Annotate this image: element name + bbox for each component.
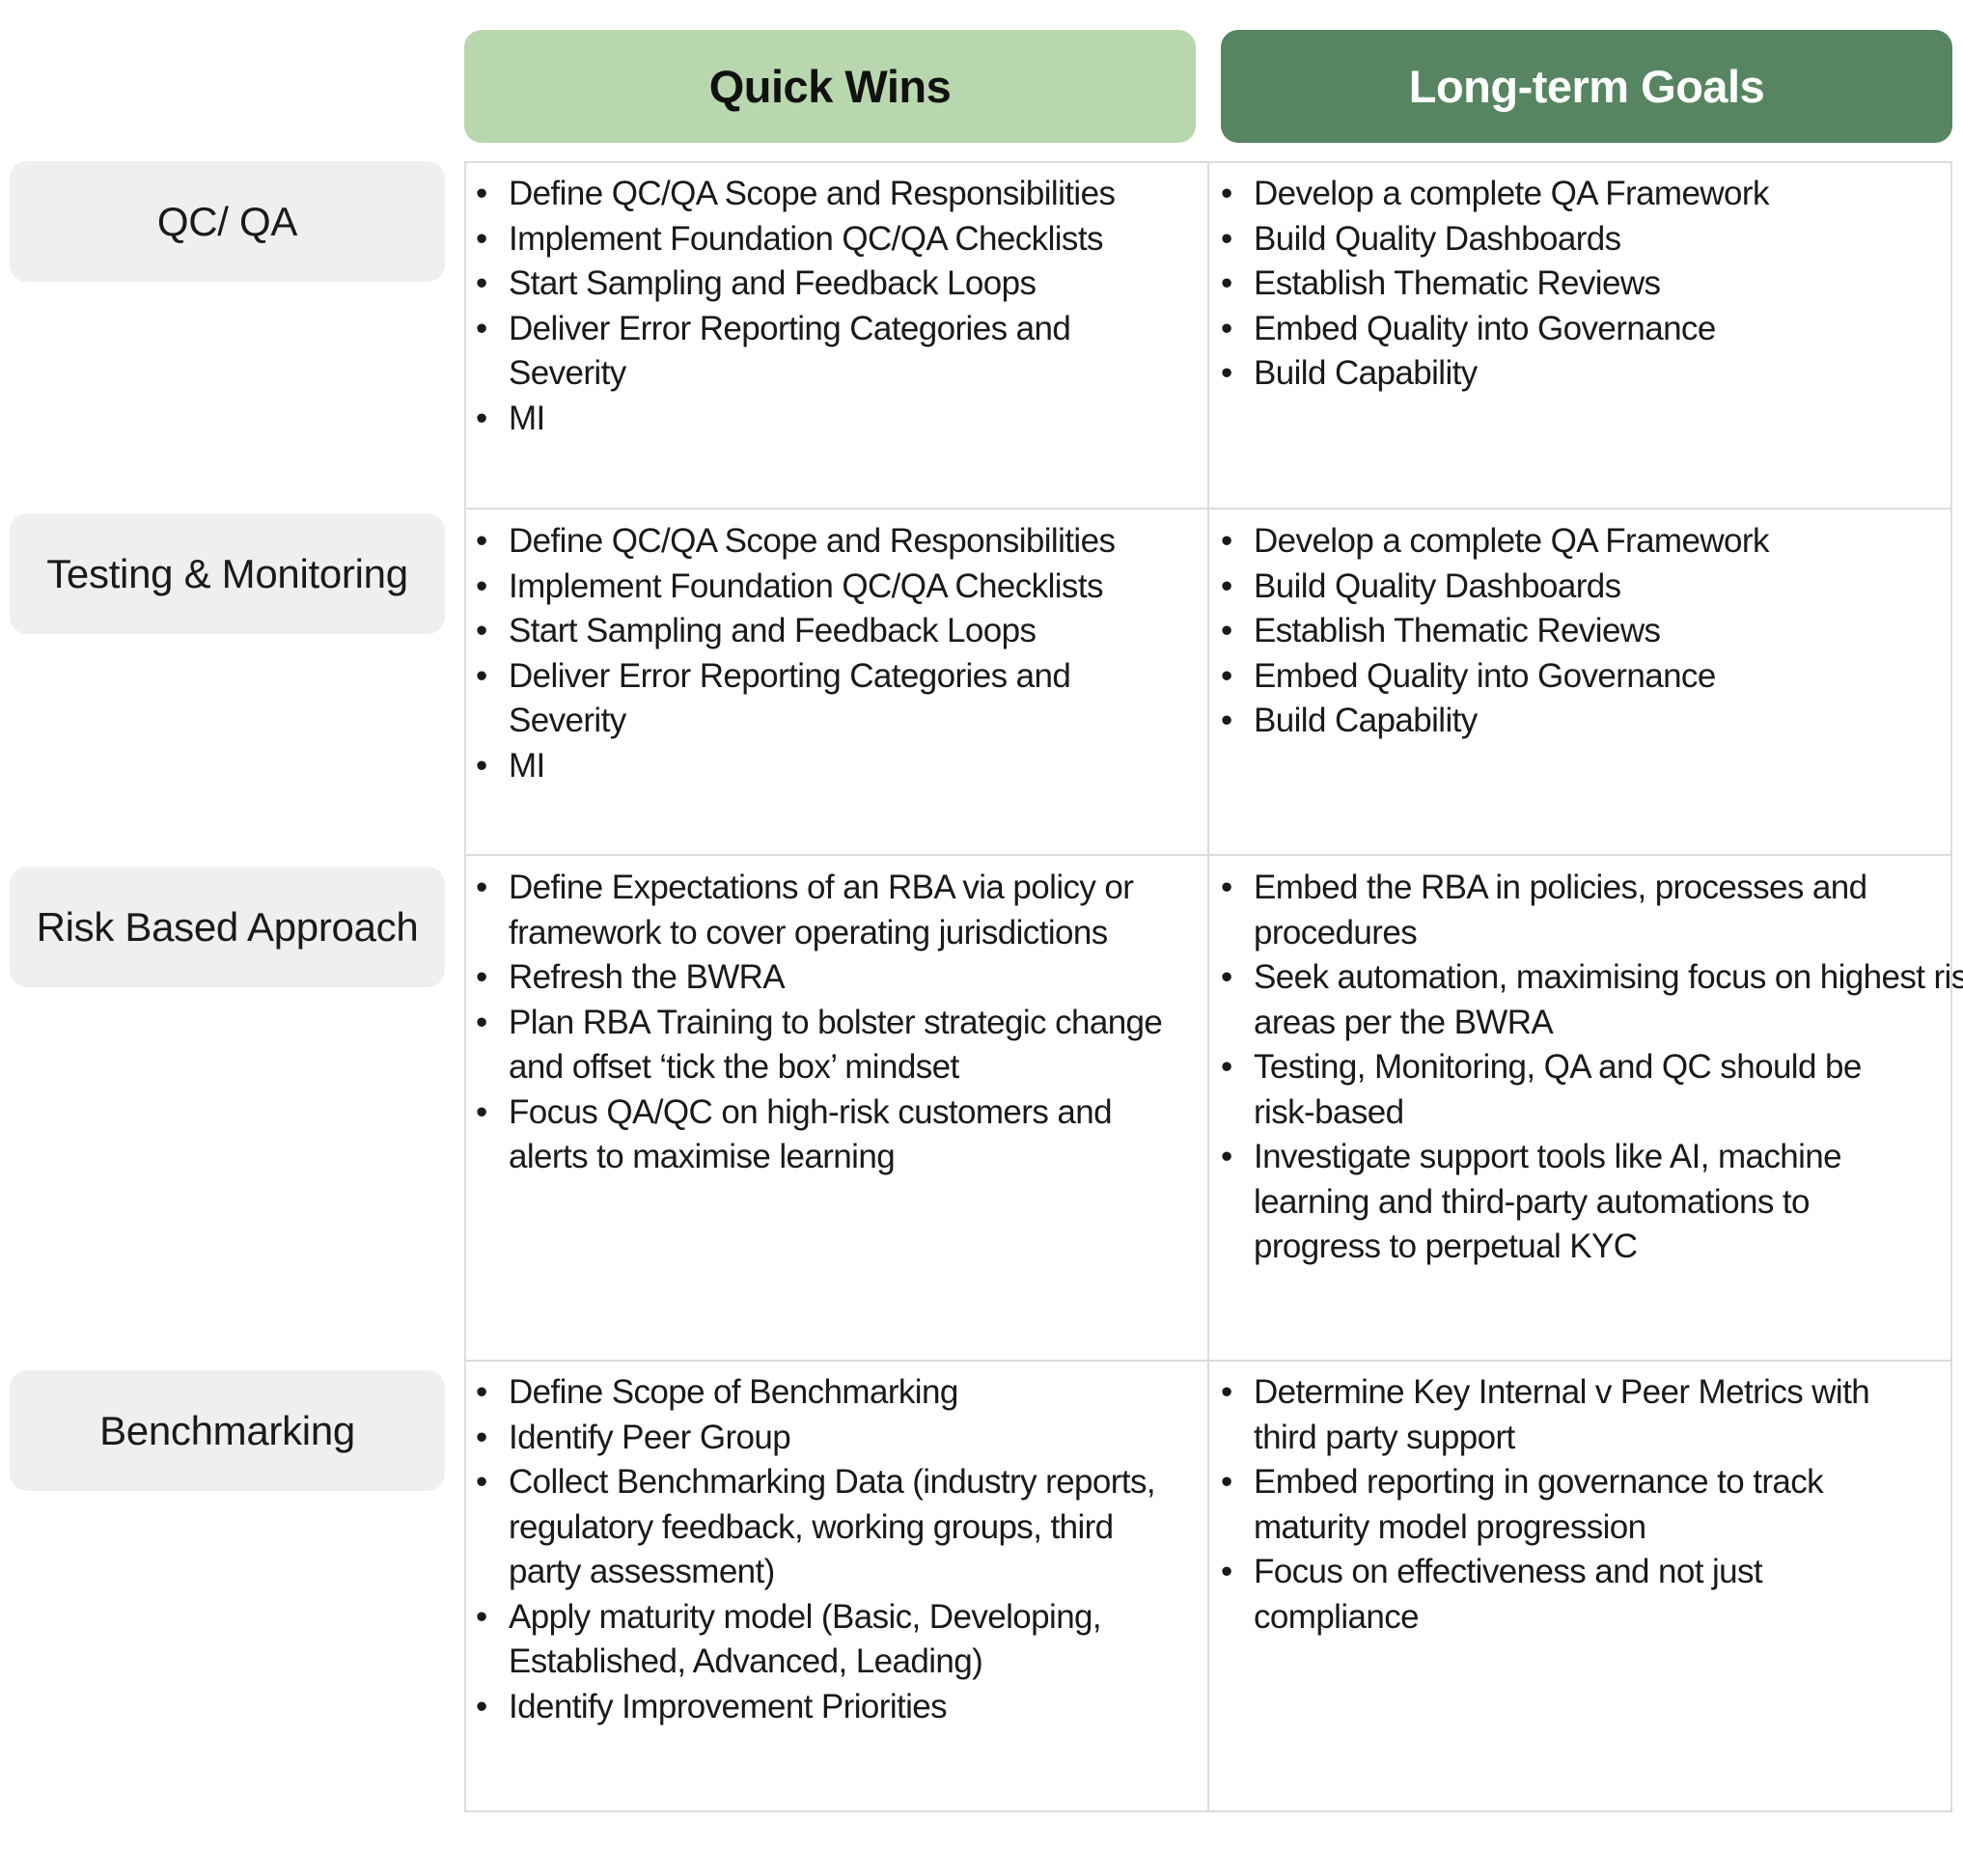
row-label-risk-based-approach: Risk Based Approach (10, 867, 445, 987)
benchmarking-long-term-list: Determine Key Internal v Peer Metrics wi… (1209, 1370, 1950, 1640)
list-item: Define QC/QA Scope and Responsibilities (464, 172, 1198, 217)
list-item: Implement Foundation QC/QA Checklists (464, 217, 1198, 262)
list-item: Establish Thematic Reviews (1209, 609, 1950, 654)
list-item: Define Scope of Benchmarking (464, 1370, 1198, 1416)
list-item: Define Expectations of an RBA via policy… (464, 866, 1165, 955)
quick-wins-header: Quick Wins (464, 30, 1196, 143)
testing-monitoring-quick-wins-list: Define QC/QA Scope and Responsibilities … (464, 519, 1198, 788)
list-item: Refresh the BWRA (464, 955, 1198, 1001)
list-item: Deliver Error Reporting Categories and S… (464, 307, 1117, 397)
testing-monitoring-long-term-list: Develop a complete QA Framework Build Qu… (1209, 519, 1950, 744)
qc-qa-quick-wins-list: Define QC/QA Scope and Responsibilities … (464, 172, 1198, 441)
list-item: Embed Quality into Governance (1209, 654, 1950, 700)
list-item: Embed the RBA in policies, processes and… (1209, 866, 1929, 955)
list-item: Establish Thematic Reviews (1209, 262, 1950, 307)
list-item: Focus on effectiveness and not just comp… (1209, 1550, 1852, 1640)
list-item: Define QC/QA Scope and Responsibilities (464, 519, 1198, 565)
benchmarking-quick-wins-list: Define Scope of Benchmarking Identify Pe… (464, 1370, 1198, 1729)
list-item: Develop a complete QA Framework (1209, 172, 1950, 217)
list-item: Implement Foundation QC/QA Checklists (464, 565, 1198, 610)
list-item: Start Sampling and Feedback Loops (464, 262, 1198, 307)
list-item: Identify Improvement Priorities (464, 1685, 1198, 1730)
row-label-testing-monitoring: Testing & Monitoring (10, 513, 445, 634)
column-divider (1207, 161, 1209, 1812)
row-label-qc-qa: QC/ QA (10, 161, 445, 282)
long-term-goals-header: Long-term Goals (1221, 30, 1952, 143)
list-item: Collect Benchmarking Data (industry repo… (464, 1460, 1194, 1595)
row-divider (464, 854, 1952, 856)
list-item: Start Sampling and Feedback Loops (464, 609, 1198, 654)
list-item: Determine Key Internal v Peer Metrics wi… (1209, 1370, 1929, 1460)
list-item: MI (464, 397, 1198, 442)
list-item: MI (464, 744, 1198, 789)
list-item: Embed Quality into Governance (1209, 307, 1950, 352)
list-item: Testing, Monitoring, QA and QC should be… (1209, 1045, 1910, 1135)
row-divider (464, 508, 1952, 510)
list-item: Build Quality Dashboards (1209, 217, 1950, 262)
list-item: Develop a complete QA Framework (1209, 519, 1950, 565)
row-label-benchmarking: Benchmarking (10, 1370, 445, 1491)
list-item: Apply maturity model (Basic, Developing,… (464, 1595, 1165, 1685)
list-item: Build Capability (1209, 699, 1950, 744)
list-item: Plan RBA Training to bolster strategic c… (464, 1001, 1189, 1090)
row-divider (464, 1360, 1952, 1362)
list-item: Build Capability (1209, 351, 1950, 397)
list-item: Build Quality Dashboards (1209, 565, 1950, 610)
qc-qa-long-term-list: Develop a complete QA Framework Build Qu… (1209, 172, 1950, 397)
list-item: Identify Peer Group (464, 1416, 1198, 1461)
risk-based-approach-quick-wins-list: Define Expectations of an RBA via policy… (464, 866, 1198, 1180)
risk-based-approach-long-term-list: Embed the RBA in policies, processes and… (1209, 866, 1963, 1270)
list-item: Seek automation, maximising focus on hig… (1209, 955, 1963, 1045)
list-item: Deliver Error Reporting Categories and S… (464, 654, 1117, 744)
list-item: Investigate support tools like AI, machi… (1209, 1135, 1929, 1270)
list-item: Focus QA/QC on high-risk customers and a… (464, 1090, 1165, 1180)
list-item: Embed reporting in governance to track m… (1209, 1460, 1910, 1550)
